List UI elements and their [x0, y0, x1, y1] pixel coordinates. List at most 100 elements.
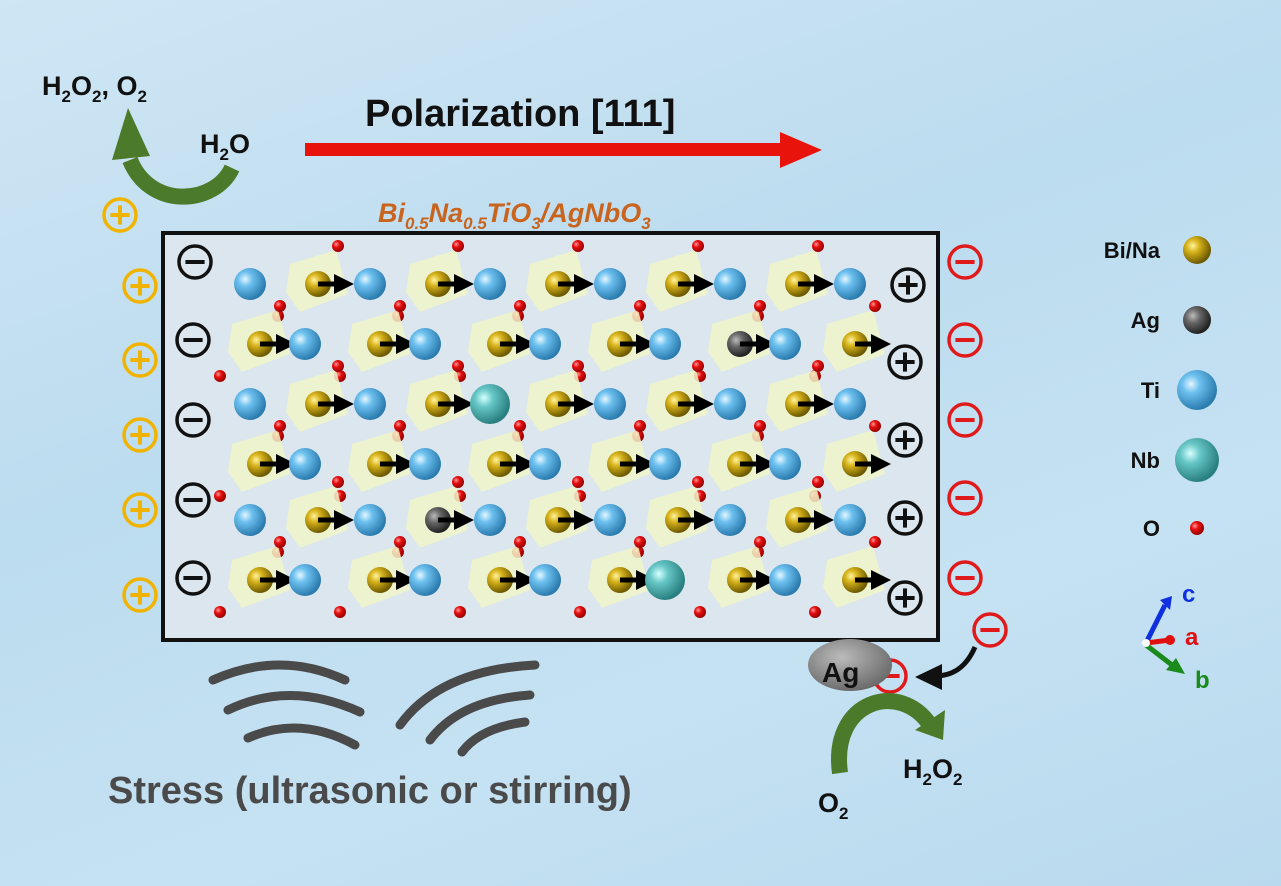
oxygen-atom [214, 606, 226, 618]
ti-atom [834, 388, 866, 420]
oxygen-atom [332, 240, 344, 252]
oxygen-atom [394, 420, 406, 432]
ti-atom [649, 448, 681, 480]
ti-atom [714, 268, 746, 300]
negative-charge-icon [947, 560, 983, 596]
oxygen-atom [274, 420, 286, 432]
oxidation-product-label: H2O2, O2 [42, 71, 147, 106]
axis-c [1143, 603, 1168, 645]
oxygen-atom [514, 536, 526, 548]
ti-atom [529, 448, 561, 480]
material-label: Bi0.5Na0.5TiO3/AgNbO3 [378, 198, 651, 233]
positive-charge-icon [122, 492, 158, 528]
ti-atom [529, 328, 561, 360]
stress-waves-icon [208, 660, 540, 757]
reduction-reactant-label: O2 [818, 788, 848, 823]
legend-label: Ti [1141, 378, 1160, 403]
positive-bound-charge-icon [887, 344, 923, 380]
ti-atom [234, 268, 266, 300]
oxygen-atom [754, 300, 766, 312]
oxygen-atom [454, 606, 466, 618]
axis-c-label: c [1182, 581, 1195, 608]
ti-atom [234, 388, 266, 420]
oxygen-atom [452, 240, 464, 252]
oxygen-atom [514, 300, 526, 312]
ti-atom [234, 504, 266, 536]
reduction-curved-arrow [831, 693, 945, 775]
oxidation-reactant-label: H2O [200, 129, 250, 164]
positive-bound-charge-icon [887, 580, 923, 616]
legend-label: O [1143, 516, 1160, 541]
oxygen-atom [394, 536, 406, 548]
positive-charge-icon [122, 342, 158, 378]
ti-atom [714, 388, 746, 420]
axis-b [1144, 643, 1174, 667]
ti-atom [289, 448, 321, 480]
oxygen-atom [692, 240, 704, 252]
positive-bound-charge-icon [890, 267, 926, 303]
ti-atom [474, 268, 506, 300]
polarization-title: Polarization [111] [365, 93, 675, 135]
ti-atom [289, 564, 321, 596]
legend-label: Ag [1131, 308, 1160, 333]
ti-atom [409, 564, 441, 596]
ag-particle [808, 639, 892, 691]
oxygen-atom [754, 536, 766, 548]
polarization-arrow [305, 132, 822, 168]
ti-atom [594, 268, 626, 300]
ti-atom [769, 564, 801, 596]
negative-bound-charge-icon [177, 244, 213, 280]
stress-label: Stress (ultrasonic or stirring) [108, 770, 632, 812]
ag-particle-label: Ag [822, 657, 859, 688]
positive-charge-icon [122, 417, 158, 453]
positive-charge-icon [102, 197, 138, 233]
ti-atom [769, 448, 801, 480]
ti-atom [409, 448, 441, 480]
oxidation-curved-arrow [112, 108, 240, 205]
oxygen-atom [572, 360, 584, 372]
oxygen-atom [332, 360, 344, 372]
nb-atom [470, 384, 510, 424]
legend-swatch-icon [1177, 370, 1217, 410]
positive-charge-icon [122, 577, 158, 613]
negative-bound-charge-icon [175, 560, 211, 596]
positive-charge-icon [122, 268, 158, 304]
electron-transfer-arrowhead [915, 664, 942, 690]
oxygen-atom [214, 490, 226, 502]
negative-charge-icon [947, 402, 983, 438]
negative-charge-icon [947, 322, 983, 358]
negative-bound-charge-icon [175, 402, 211, 438]
oxygen-atom [754, 420, 766, 432]
ti-atom [529, 564, 561, 596]
legend-label: Bi/Na [1104, 238, 1161, 263]
oxygen-atom [394, 300, 406, 312]
oxygen-atom [452, 360, 464, 372]
oxygen-atom [634, 536, 646, 548]
ti-atom [354, 504, 386, 536]
ti-atom [289, 328, 321, 360]
oxygen-atom [332, 476, 344, 488]
legend-label: Nb [1131, 448, 1160, 473]
negative-charge-icon [947, 244, 983, 280]
axis-a-label: a [1185, 624, 1199, 651]
nb-atom [645, 560, 685, 600]
oxygen-atom [274, 536, 286, 548]
negative-charge-icon [972, 612, 1008, 648]
oxygen-atom [812, 240, 824, 252]
oxygen-atom [574, 606, 586, 618]
reduction-product-label: H2O2 [903, 754, 962, 789]
ti-atom [354, 268, 386, 300]
ti-atom [594, 388, 626, 420]
negative-charge-icon [947, 480, 983, 516]
oxygen-atom [809, 606, 821, 618]
ti-atom [769, 328, 801, 360]
oxygen-atom [634, 300, 646, 312]
ti-atom [714, 504, 746, 536]
ti-atom [834, 268, 866, 300]
oxygen-atom [214, 370, 226, 382]
legend-swatch-icon [1183, 236, 1211, 264]
oxygen-atom [334, 606, 346, 618]
